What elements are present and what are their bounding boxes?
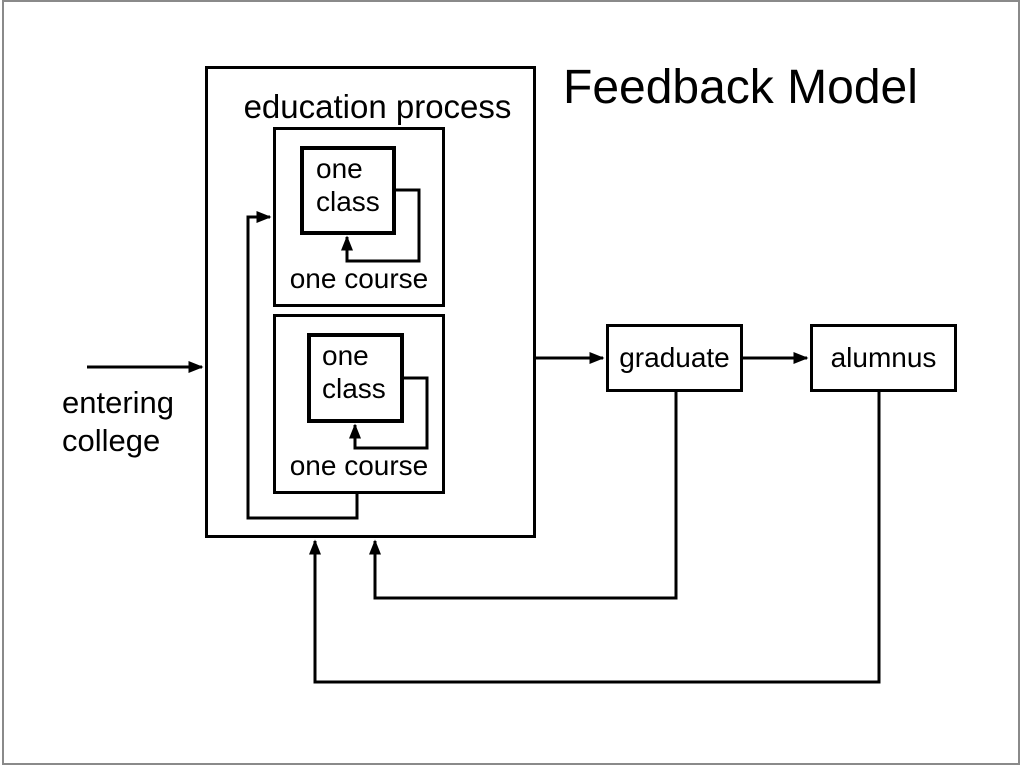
entering-college-line2: college [62,423,161,458]
class2-label-line1: one [322,340,369,371]
graduate-box [606,324,743,392]
course1-label: one course [289,263,429,294]
class1-label: one class [316,152,380,218]
course2-label: one course [289,450,429,481]
class2-label-line2: class [322,373,386,404]
alumnus-label: alumnus [830,341,937,373]
education-process-label: education process [243,88,512,125]
slide-title: Feedback Model [563,61,918,114]
alumnus-box [810,324,957,392]
class1-label-line1: one [316,153,363,184]
class1-label-line2: class [316,186,380,217]
entering-college-label: entering college [62,384,174,460]
graduate-label: graduate [619,341,730,373]
class2-label: one class [322,339,386,405]
entering-college-line1: entering [62,385,175,420]
